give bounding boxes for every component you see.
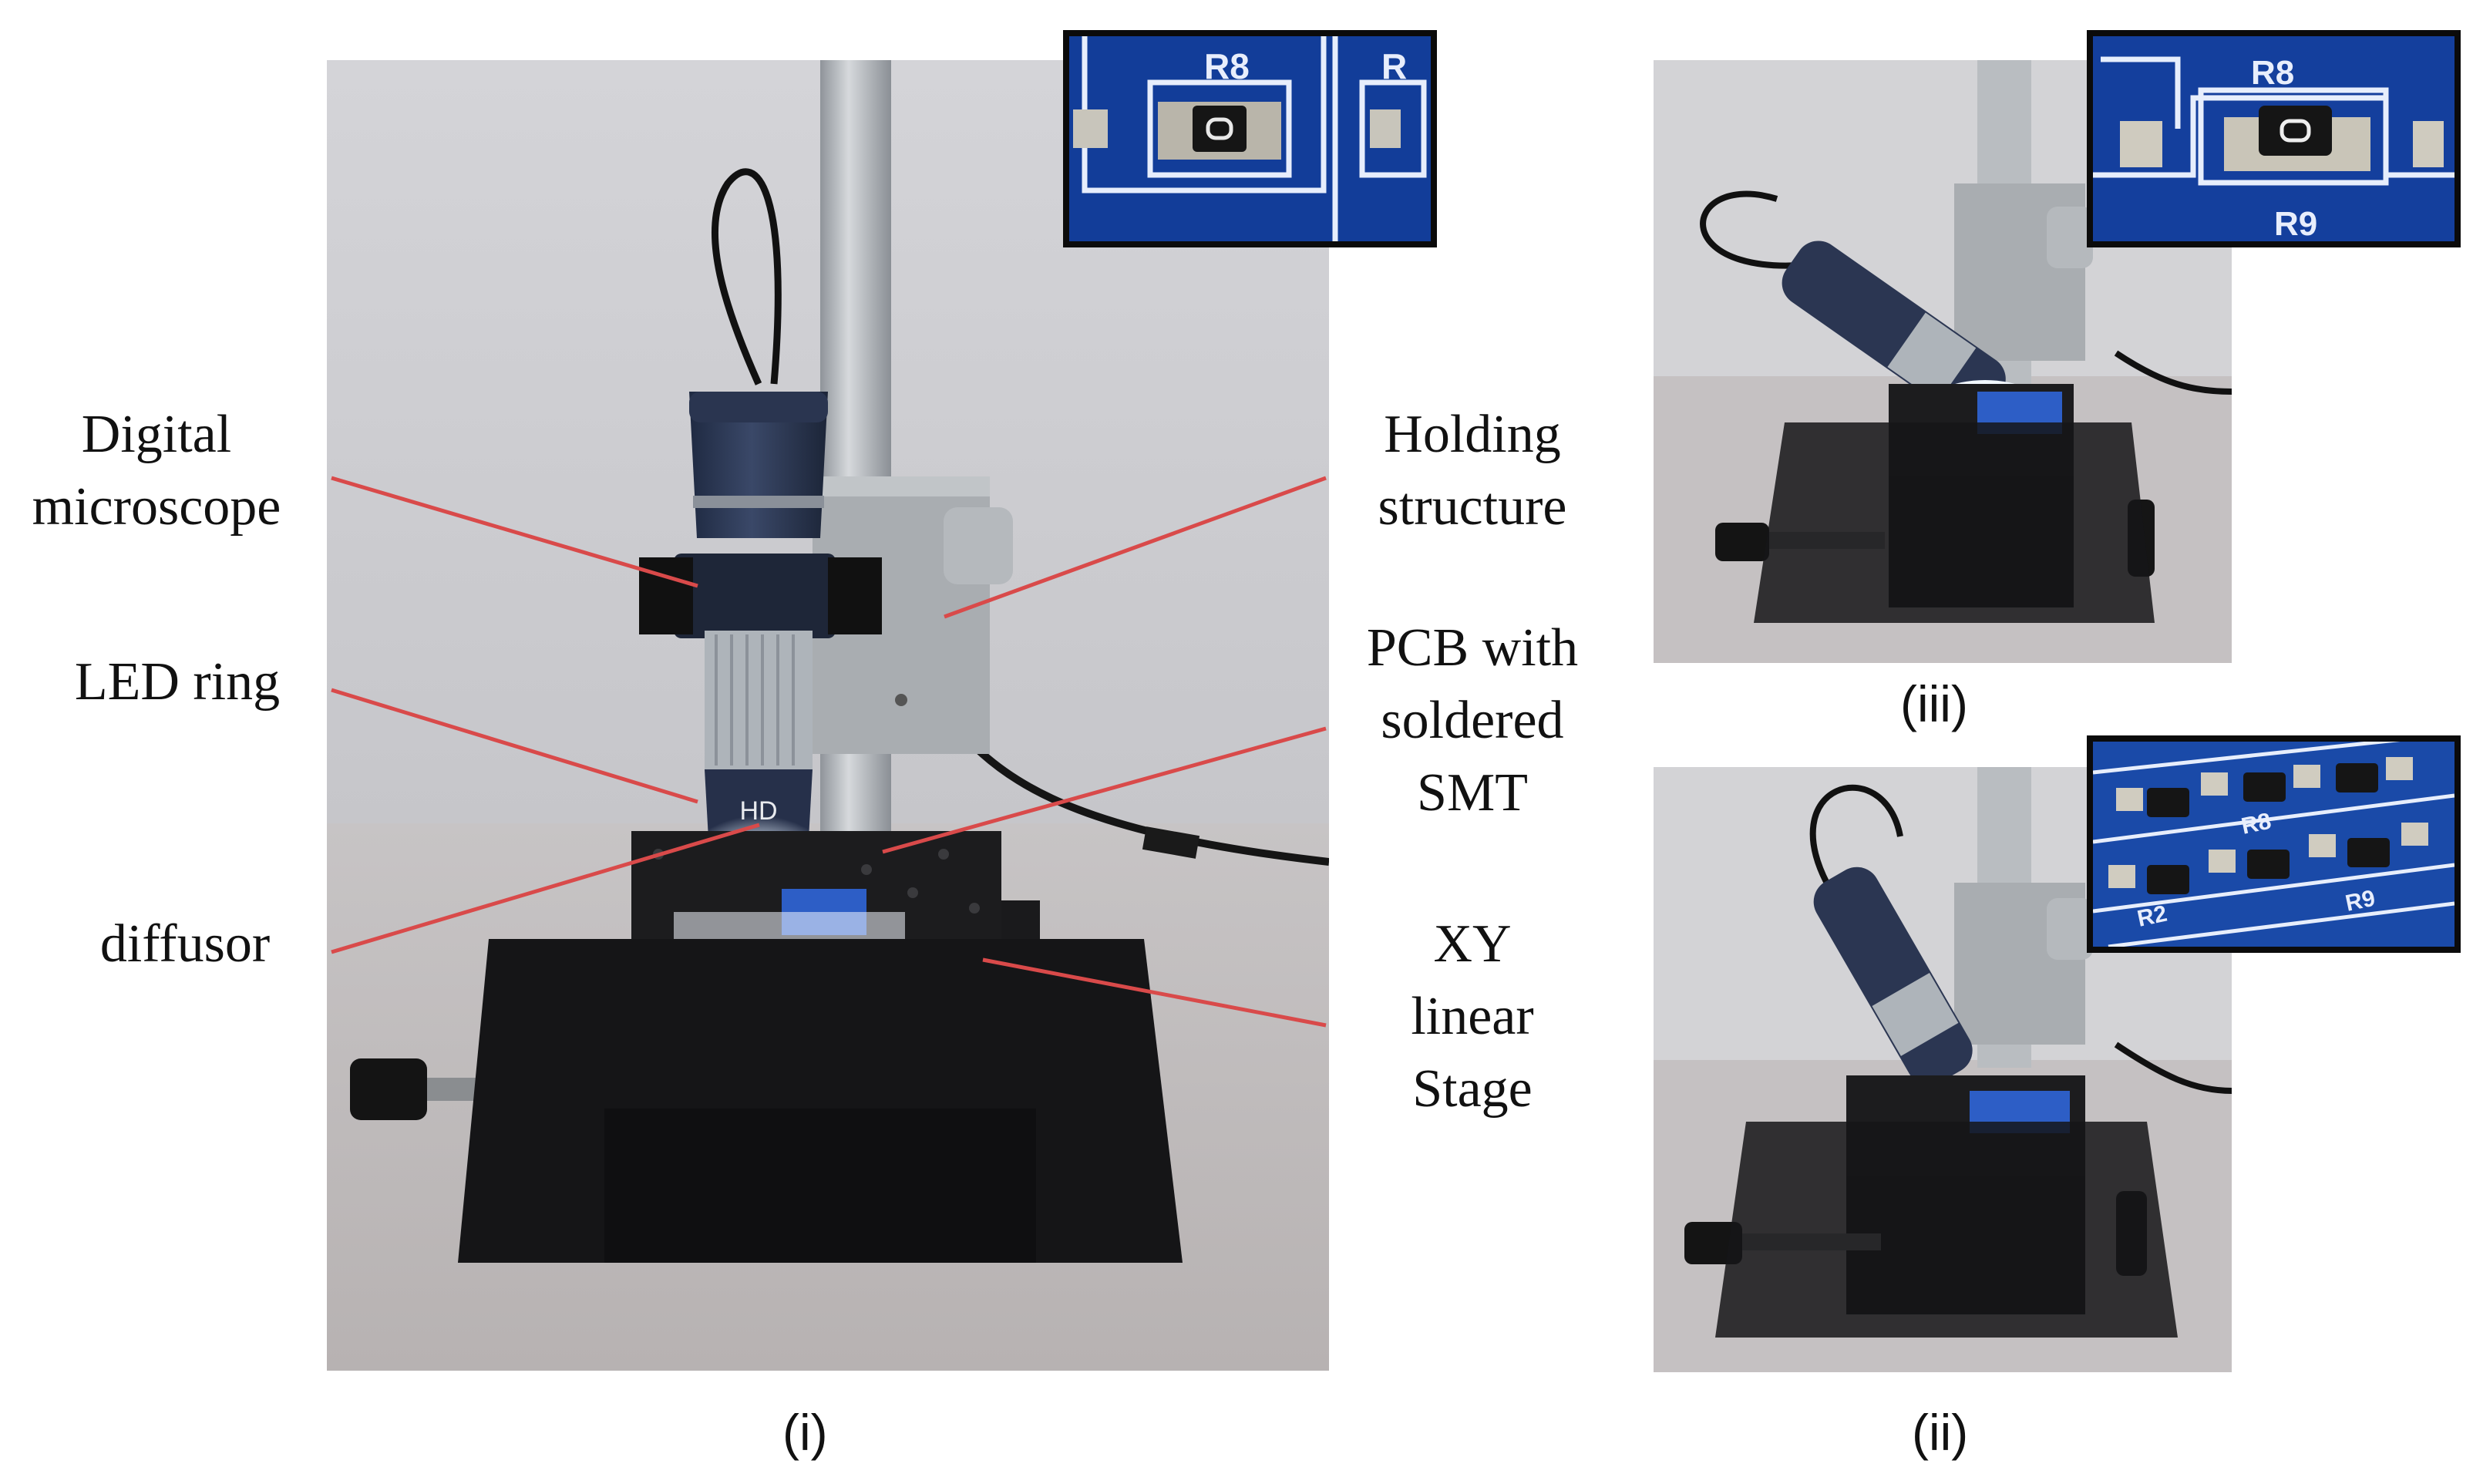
stage-knob-left: [350, 1058, 427, 1120]
label-holding-structure: Holding structure: [1378, 405, 1567, 537]
label-diffusor: diffusor: [99, 914, 271, 974]
silkscreen-label-r2-ii: R2: [2135, 901, 2169, 932]
silkscreen-label-r9-ii: R9: [2343, 886, 2377, 917]
silkscreen-label-r: R: [1381, 46, 1407, 86]
focus-wheel: [705, 631, 813, 769]
top-right-closeup-inset: R8 R9: [2087, 30, 2461, 247]
bottom-right-photo: [1654, 767, 2232, 1372]
smt-resistor-iii: [2259, 106, 2332, 156]
caption-panel-iii: (iii): [1900, 675, 1968, 732]
bottom-right-closeup-inset: R8 R2 R9: [2087, 735, 2461, 953]
support-pole: [820, 60, 891, 877]
silkscreen-label-r9-iii: R9: [2274, 205, 2317, 241]
label-led-ring: LED ring: [74, 652, 281, 712]
silkscreen-label-r8: R8: [1204, 46, 1250, 86]
silkscreen-label-r8-iii: R8: [2251, 54, 2294, 92]
silkscreen-label-r8-ii: R8: [2239, 809, 2273, 840]
caption-panel-i: (i): [782, 1404, 828, 1461]
smt-resistor: [1193, 106, 1247, 152]
label-digital-microscope: Digital microscope: [32, 405, 281, 537]
caption-panel-ii: (ii): [1912, 1404, 1969, 1461]
main-closeup-inset: R8 R: [1063, 30, 1437, 247]
smt-resistor-ii: [2147, 788, 2189, 817]
top-right-photo: [1654, 60, 2232, 663]
main-photo: HD: [327, 60, 1329, 1371]
label-pcb-with-soldered-smt: PCB with soldered SMT: [1366, 618, 1579, 823]
label-xy-linear-stage: XY linear Stage: [1411, 914, 1534, 1119]
